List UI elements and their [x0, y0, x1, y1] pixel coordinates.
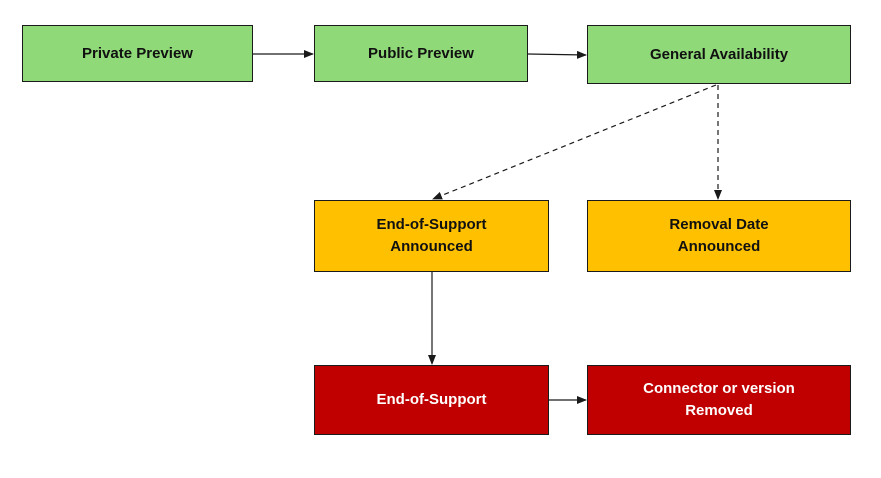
stage-public-preview: Public Preview	[314, 25, 528, 82]
dashed-arrow-ga-to-eos-announced	[432, 84, 717, 200]
stage-removal-date-announced: Removal Date Announced	[587, 200, 851, 272]
stage-connector-removed: Connector or version Removed	[587, 365, 851, 435]
stage-end-of-support-announced: End-of-Support Announced	[314, 200, 549, 272]
stage-general-availability: General Availability	[587, 25, 851, 84]
stage-end-of-support: End-of-Support	[314, 365, 549, 435]
arrow-public-to-ga	[527, 50, 587, 59]
stage-private-preview: Private Preview	[22, 25, 253, 82]
